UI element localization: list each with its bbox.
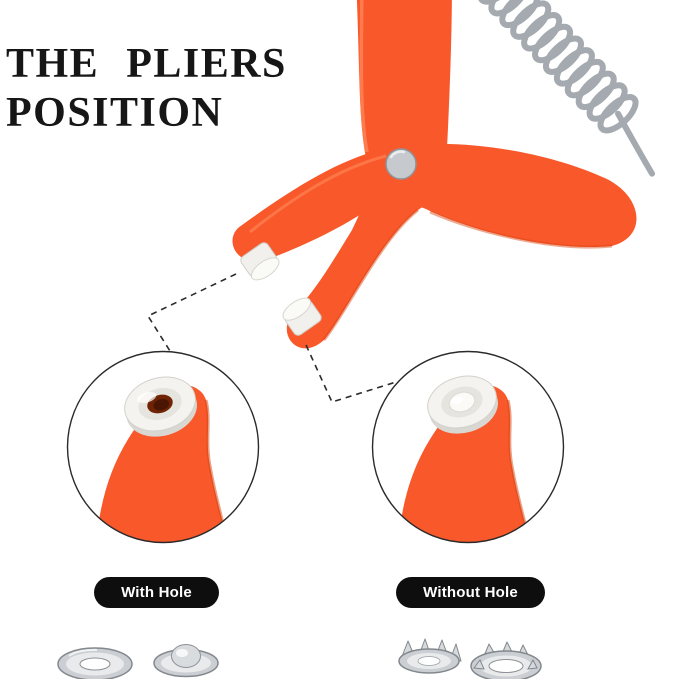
spring-end-wire [615, 110, 656, 177]
arm-highlight-2 [249, 154, 387, 234]
grommet-with-hole-icon [124, 376, 197, 437]
die-left-icon [240, 242, 280, 281]
callout-lines [146, 273, 397, 403]
pliers-body [232, 0, 637, 349]
grommet-without-hole-icon [427, 375, 498, 434]
arm-shade-2 [429, 210, 613, 249]
plier-arm-top-handle [286, 0, 452, 349]
arm-highlight-1 [359, 0, 369, 153]
label-with-hole: With Hole [94, 577, 219, 608]
zoom-right-jaw-tip [398, 384, 530, 543]
zoom-circle-without-hole [371, 350, 565, 544]
snap-stud-icon [153, 644, 219, 678]
zoom-left-jaw-tip [96, 384, 228, 543]
grommet-solid-cap [448, 391, 476, 413]
snap-parts-right [398, 638, 542, 679]
label-without-hole: Without Hole [396, 577, 545, 608]
title-line-1: THE PLIERS [6, 41, 287, 87]
snap-parts-left [57, 644, 219, 679]
pivot-rivet-icon [385, 148, 417, 180]
rivet-highlight [389, 150, 406, 159]
die-right-icon [282, 297, 322, 336]
prong-ring-upright-icon [398, 638, 462, 674]
plier-arm-right-handle [232, 143, 637, 262]
zoom-circle-with-hole [66, 350, 260, 544]
spring-icon [477, 0, 656, 177]
page-title: THE PLIERS POSITION [6, 40, 287, 137]
callout-line-left [146, 273, 237, 352]
zoom-right-content [398, 375, 532, 543]
zoom-left-content [96, 376, 230, 543]
arm-shade-1 [322, 208, 419, 341]
snap-ring-icon [57, 647, 133, 679]
prong-ring-flat-icon [470, 641, 542, 679]
title-line-2: POSITION [6, 89, 224, 136]
callout-line-right [305, 344, 397, 403]
